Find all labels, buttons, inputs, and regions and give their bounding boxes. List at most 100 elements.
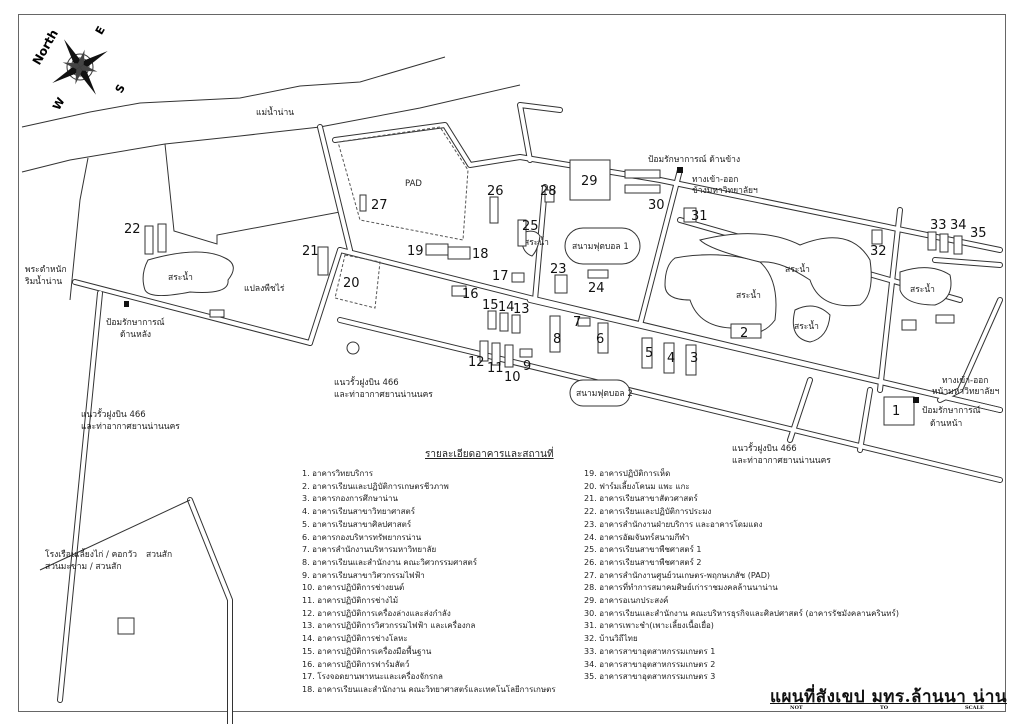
fence-label-1b: และท่าอากาศยานน่านนคร	[334, 390, 433, 400]
football-field-1	[564, 227, 641, 265]
bldg-num-21: 21	[302, 244, 319, 259]
bldg-num-11: 11	[487, 361, 504, 376]
side-guard-label: ป้อมรักษาการณ์ ด้านข้าง	[648, 154, 740, 165]
legend-item: 7. อาคารสำนักงานบริหารมหาวิทยาลัย	[302, 545, 437, 555]
field-crops-label: แปลงพืชไร่	[244, 283, 285, 294]
bldg-num-22: 22	[124, 222, 141, 237]
legend-item: 1. อาคารวิทยบริการ	[302, 469, 374, 478]
bldg-num-9: 9	[523, 359, 531, 374]
front-guard-label-1: ป้อมรักษาการณ์	[922, 405, 981, 416]
pond-east	[899, 267, 952, 306]
legend-item: 3. อาคารกองการศึกษาน่าน	[302, 494, 398, 504]
bldg-num-15: 15	[482, 298, 499, 313]
bldg-num-6: 6	[596, 332, 604, 347]
side-guard-post-icon	[677, 167, 683, 173]
fence-label-2a: แนวรั้วฝูงบิน 466	[81, 408, 146, 420]
bldg-num-28: 28	[540, 184, 557, 199]
bldg-num-14: 14	[498, 300, 515, 315]
pond-label-center: สระน้ำ	[736, 289, 761, 301]
legend-item: 10. อาคารปฏิบัติการช่างยนต์	[302, 583, 405, 593]
compass-rose-icon	[52, 39, 108, 95]
compass-west: W	[50, 95, 67, 112]
legend-item: 32. บ้านวิถีไทย	[584, 634, 638, 644]
palace-label-2: ริมน้ำน่าน	[25, 275, 63, 287]
bldg-num-1: 1	[892, 404, 900, 419]
bldg-num-19: 19	[407, 244, 424, 259]
river-bank-north	[21, 56, 446, 128]
legend-column-2: 19. อาคารปฏิบัติการเห็ด 20. ฟาร์มเลี้ยงโ…	[584, 468, 899, 684]
bldg-num-33: 33	[930, 218, 947, 233]
legend-item: 33. อาคารสาขาอุตสาหกรรมเกษตร 1	[584, 646, 716, 656]
bldg-num-29: 29	[581, 174, 598, 189]
legend-item: 23. อาคารสำนักงานฝ่ายบริการ และอาคารโดมแ…	[584, 519, 763, 529]
legend-item: 18. อาคารเรียนและสำนักงาน คณะวิทยาศาสตร์…	[302, 684, 556, 694]
legend-column-1: 1. อาคารวิทยบริการ 2. อาคารเรียนและปฏิบั…	[302, 468, 556, 697]
legend-item: 25. อาคารเรียนสาขาพืชศาสตร์ 1	[584, 545, 702, 555]
pad-label: PAD	[405, 179, 422, 189]
rear-guard-label-2: ด้านหลัง	[120, 329, 151, 340]
bldg-num-7: 7	[573, 315, 581, 330]
bldg-num-23: 23	[550, 262, 567, 277]
front-guard-post-icon	[913, 397, 919, 403]
buildings	[144, 159, 963, 426]
bldg-num-27: 27	[371, 198, 388, 213]
bldg-num-20: 20	[343, 276, 360, 291]
teak-label: สวนสัก	[146, 550, 172, 560]
legend-item: 20. ฟาร์มเลี้ยงโคนม แพะ แกะ	[584, 481, 690, 491]
legend-item: 16. อาคารปฏิบัติการฟาร์มสัตว์	[302, 659, 410, 669]
fence-label-3a: แนวรั้วฝูงบิน 466	[732, 442, 797, 454]
bldg-num-8: 8	[553, 332, 561, 347]
legend-item: 11. อาคารปฏิบัติการช่างไม้	[302, 596, 399, 606]
bldg-num-26: 26	[487, 184, 504, 199]
legend-item: 22. อาคารเรียนและปฏิบัติการประมง	[584, 507, 712, 517]
football-field-2	[569, 379, 631, 407]
bldg-num-32: 32	[870, 244, 887, 259]
legend-item: 26. อาคารเรียนสาขาพืชศาสตร์ 2	[584, 557, 702, 567]
scale-note-scale: SCALE	[965, 705, 984, 711]
bldg-num-5: 5	[645, 346, 653, 361]
bldg-num-13: 13	[513, 302, 530, 317]
legend-item: 9. อาคารเรียนสาขาวิศวกรรมไฟฟ้า	[302, 570, 425, 580]
legend-item: 24. อาคารอัฒจันทร์สนามกีฬา	[584, 532, 690, 542]
legend-item: 2. อาคารเรียนและปฏิบัติการเกษตรชีวภาพ	[302, 481, 449, 491]
bldg-num-16: 16	[462, 287, 479, 302]
bldg-num-30: 30	[648, 198, 665, 213]
bldg-num-34: 34	[950, 218, 967, 233]
legend-item: 15. อาคารปฏิบัติการเครื่องมือพื้นฐาน	[302, 646, 432, 656]
front-gate-label-1: ทางเข้า-ออก	[942, 375, 988, 386]
legend-item: 14. อาคารปฏิบัติการช่างโลหะ	[302, 634, 408, 644]
building-small	[117, 617, 135, 635]
pond-label-small: สระน้ำ	[794, 320, 819, 332]
rear-guard-post-icon	[124, 301, 129, 307]
pond-north	[699, 233, 872, 307]
bldg-num-2: 2	[740, 326, 748, 341]
legend-item: 6. อาคารกองบริหารทรัพยากรน่าน	[302, 532, 422, 542]
legend-item: 28. อาคารที่ทำการสมาคมศิษย์เก่าราชมงคลล้…	[584, 583, 778, 593]
fence-label-1a: แนวรั้วฝูงบิน 466	[334, 376, 399, 388]
compass-north: North	[30, 27, 61, 67]
pond-label-west: สระน้ำ	[168, 271, 193, 283]
legend-item: 27. อาคารสำนักงานศูนย์วนเกษตร-พฤกษเภสัช …	[584, 570, 770, 580]
front-gate-label-2: หน้ามหาวิทยาลัยฯ	[932, 386, 999, 397]
compass-east: E	[93, 24, 108, 37]
pond-small	[792, 305, 831, 343]
bldg-num-3: 3	[690, 351, 698, 366]
legend-item: 12. อาคารปฏิบัติการเครื่องล่างและส่งกำลั…	[302, 608, 451, 618]
football-1-label: สนามฟุตบอล 1	[572, 242, 629, 252]
building-numbers: 1 2 3 4 5 6 7 8 9 10 11 12 13 14 15 16 1…	[124, 174, 987, 419]
pond-label-25: สระน้ำ	[524, 236, 549, 248]
bldg-num-35: 35	[970, 226, 987, 241]
side-gate-label-1: ทางเข้า-ออก	[692, 174, 738, 185]
bldg-num-24: 24	[588, 281, 605, 296]
legend-item: 35. อาคารสาขาอุตสาหกรรมเกษตร 3	[584, 672, 716, 682]
map-title: แผนที่สังเขป มทร.ล้านนา น่าน	[770, 687, 1007, 707]
chicken-label-2: สวนมะขาม / สวนสัก	[45, 562, 122, 572]
compass-south: S	[113, 82, 128, 95]
bldg-num-10: 10	[504, 370, 521, 385]
legend-item: 21. อาคารเรียนสาขาสัตวศาสตร์	[584, 494, 698, 504]
bldg-num-31: 31	[691, 209, 708, 224]
bldg-num-4: 4	[667, 351, 675, 366]
legend-item: 31. อาคารเพาะชำ(เพาะเลี้ยงเนื้อเยื่อ)	[584, 621, 714, 631]
football-2-label: สนามฟุตบอล 2	[576, 389, 633, 399]
